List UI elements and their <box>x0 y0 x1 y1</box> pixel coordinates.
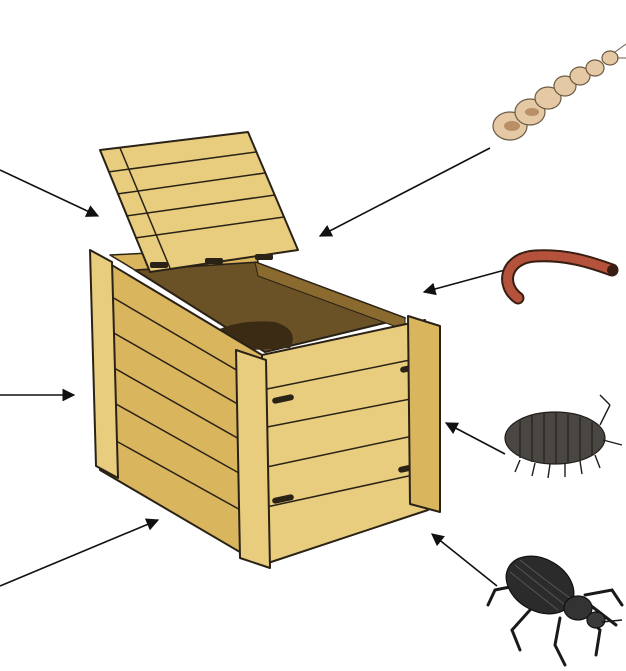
arrow-from-woodlouse <box>446 423 505 454</box>
arrow-from-millipede <box>424 270 505 292</box>
bin-lid <box>100 132 298 272</box>
compost-bin <box>90 132 440 568</box>
woodlouse-icon <box>505 395 622 478</box>
arrow-to-lid <box>0 170 98 216</box>
bin-right-post <box>408 316 440 512</box>
arrow-to-bin-base <box>0 520 158 586</box>
beetle-icon <box>488 544 622 665</box>
millipede-icon <box>508 256 617 298</box>
arrow-from-springtail <box>320 148 490 236</box>
bin-front-post <box>236 350 270 568</box>
arrow-from-beetle <box>432 534 497 586</box>
bin-front-panel <box>262 320 428 565</box>
springtail-icon <box>493 44 626 140</box>
